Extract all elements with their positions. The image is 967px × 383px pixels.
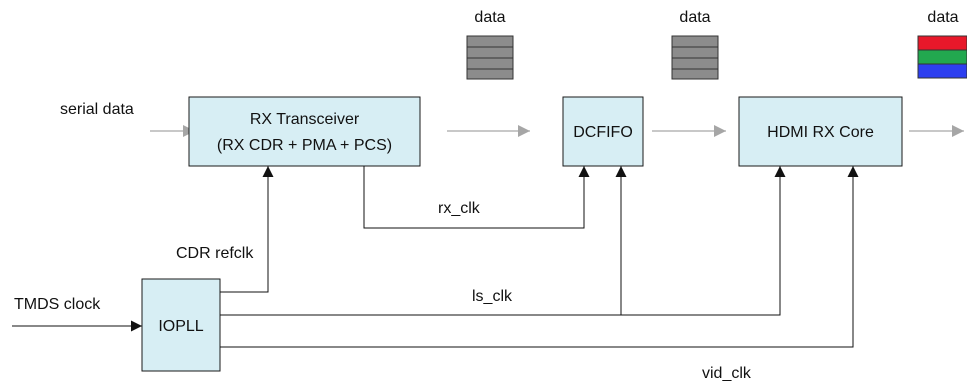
hdmi-rx-core-label: HDMI RX Core [767,124,874,141]
vid-clk-line [220,166,859,348]
rx-transceiver-block: RX Transceiver (RX CDR + PMA + PCS) [188,96,421,167]
hdmi-rx-core-block: HDMI RX Core [738,96,903,167]
tmds-clock-label: TMDS clock [14,296,101,313]
cdr-refclk-line [220,166,274,293]
ls-clk-label: ls_clk [472,288,513,305]
rx-transceiver-title: RX Transceiver [250,111,360,128]
data-stack-rgb [917,35,967,79]
rx-clk-line [363,166,590,229]
data-label-2: data [679,9,710,26]
data-label-3: data [927,9,958,26]
data-label-1: data [474,9,505,26]
serial-data-label: serial data [60,101,134,118]
iopll-block: IOPLL [141,278,221,372]
rx-clk-label: rx_clk [438,200,481,217]
data-stack-gray-1 [466,35,514,80]
ls-clk-line [220,166,786,316]
dcfifo-block: DCFIFO [562,96,644,167]
data-stack-gray-2 [671,35,719,80]
iopll-label: IOPLL [158,318,203,335]
vid-clk-label: vid_clk [702,365,752,382]
cdr-refclk-label: CDR refclk [176,245,254,262]
dcfifo-label: DCFIFO [573,124,633,141]
rx-transceiver-subtitle: (RX CDR + PMA + PCS) [217,137,392,154]
